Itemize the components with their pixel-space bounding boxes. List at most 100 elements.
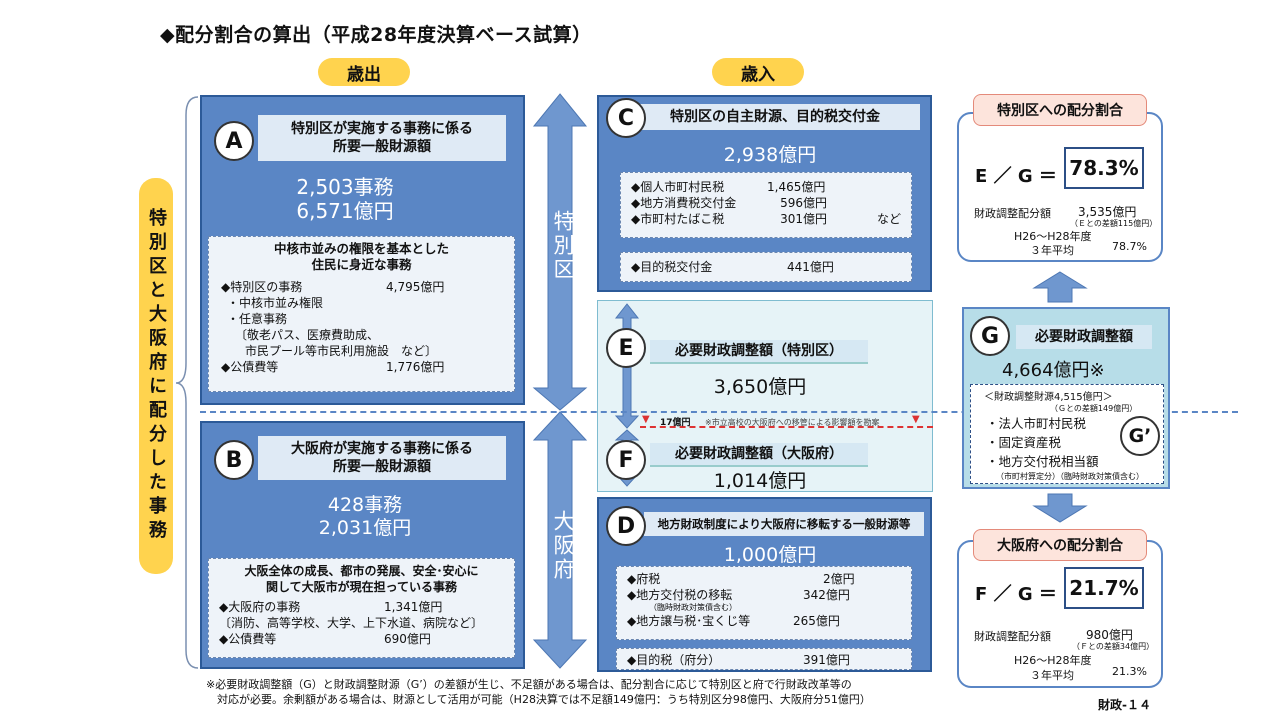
box-c-header: 特別区の自主財源、目的税交付金 (630, 104, 920, 130)
box-e-amount: 3,650億円 (713, 376, 807, 398)
box-g-inner-foot: （市町村算定分）（臨時財政対策債含む） (996, 472, 1144, 481)
letter-d-circle: D (606, 506, 646, 546)
box-d-item-label: ◆地方交付税の移転 (627, 588, 733, 602)
ratio-fu-avg-label1: H26～H28年度 (1014, 654, 1092, 667)
box-d-item-label: ◆地方譲与税･宝くじ等 (627, 614, 751, 628)
box-b-item-label: 〔消防、高等学校、大学、上下水道、病院など〕 (219, 616, 484, 630)
page-number: 財政-１４ (1098, 698, 1151, 712)
box-f-amount: 1,014億円 (713, 470, 807, 492)
up-arrow-icon (1032, 271, 1088, 303)
ratio-ku-avg-label2: ３年平均 (1030, 244, 1074, 257)
ratio-fu-label: 財政調整配分額 (974, 630, 1051, 643)
ratio-ku-percent: 78.3% (1064, 147, 1144, 189)
footnote-line2: 対応が必要。余剰額がある場合は、財源として活用が可能（H28決算では不足額149… (206, 693, 871, 706)
divider-line (200, 411, 1238, 413)
shift-note: ※市立高校の大阪府への移管による影響額を勘案 (705, 418, 880, 427)
box-a-item-label: 市民プール等市民利用施設 など〕 (245, 344, 438, 358)
shift-value: 17億円 (660, 418, 691, 428)
box-c-item-value: 301億円 (780, 212, 827, 226)
ratio-fu-header: 大阪府への配分割合 (973, 529, 1147, 561)
double-arrow-icon (532, 93, 588, 669)
box-g-item: ・法人市町村民税 (986, 416, 1087, 431)
footnote: ※必要財政調整額（G）と財政調整財源（G’）の差額が生じ、不足額がある場合は、配… (206, 677, 871, 707)
ratio-ku-value: 3,535億円 (1078, 205, 1137, 219)
letter-e-circle: E (606, 328, 646, 368)
box-c-item2-value: 441億円 (787, 260, 834, 274)
g-prime-circle: G’ (1120, 416, 1160, 456)
box-d-item-sub: （臨時財政対策債含む） (649, 603, 737, 612)
ratio-fu-value: 980億円 (1086, 628, 1133, 642)
box-b-amount: 2,031億円 (318, 517, 412, 539)
box-d-panel2: ◆目的税（府分） 391億円 (616, 648, 912, 670)
box-g-header: 必要財政調整額 (1016, 325, 1152, 349)
letter-a-circle: A (214, 121, 254, 161)
box-b-header-line2: 所要一般財源額 (333, 459, 431, 475)
box-g-inner-sub: （Ｇとの差額149億円） (1050, 404, 1138, 413)
ratio-fu-avg-value: 21.3% (1112, 665, 1147, 678)
box-a-item-label: ◆特別区の事務 (221, 280, 303, 294)
box-c-item-label: ◆個人市町村民税 (631, 180, 725, 194)
box-e-header: 必要財政調整額（特別区） (650, 340, 868, 364)
red-arrow-icon: ▼ (912, 414, 920, 425)
arrow-label-fu: 大阪府 (551, 510, 575, 582)
ratio-fu-formula: F ／ G ＝ (975, 584, 1057, 605)
box-b-item-value: 690億円 (384, 632, 431, 646)
box-b-item-value: 1,341億円 (384, 600, 443, 614)
box-d-item2-value: 391億円 (803, 653, 850, 667)
ratio-ku-avg-label1: H26～H28年度 (1014, 230, 1092, 243)
box-d-item-value: 2億円 (823, 572, 855, 586)
footnote-line1: ※必要財政調整額（G）と財政調整財源（G’）の差額が生じ、不足額がある場合は、配… (206, 678, 852, 691)
arrow-label-ku: 特別区 (551, 210, 575, 282)
box-b-header: 大阪府が実施する事務に係る 所要一般財源額 (258, 436, 506, 480)
box-a-panel-title2: 住民に身近な事務 (311, 257, 412, 272)
box-a-item-label: ◆公債費等 (221, 360, 279, 374)
box-b-item-label: ◆公債費等 (219, 632, 277, 646)
box-b-panel: 大阪全体の成長、都市の発展、安全･安心に 関して大阪市が現在担っている事務 ◆大… (208, 558, 515, 658)
box-d-item-label: ◆府税 (627, 572, 661, 586)
box-d-amount: 1,000億円 (723, 544, 817, 566)
box-c-item-note: など (876, 212, 901, 226)
ratio-ku-avg-value: 78.7% (1112, 240, 1147, 253)
letter-f-circle: F (606, 440, 646, 480)
box-f-header: 必要財政調整額（大阪府） (650, 443, 868, 467)
box-b-item-label: ◆大阪府の事務 (219, 600, 301, 614)
box-g-amount: 4,664億円※ (1002, 360, 1105, 381)
box-a-item-label: ・任意事務 (227, 312, 288, 326)
box-a-item-label: ・中核市並み権限 (227, 296, 324, 310)
box-a-item-value: 1,776億円 (386, 360, 445, 374)
box-a-panel-title1: 中核市並みの権限を基本とした (273, 241, 449, 256)
box-d-header: 地方財政制度により大阪府に移転する一般財源等 (644, 512, 924, 536)
box-g-inner-title: ＜財政調整財源4,515億円＞ (984, 392, 1113, 403)
box-c-panel2: ◆目的税交付金 441億円 (620, 252, 912, 282)
letter-g-circle: G (970, 316, 1010, 356)
ratio-fu-percent: 21.7% (1064, 567, 1144, 609)
box-g-item: ・固定資産税 (986, 435, 1062, 450)
box-d-item2-label: ◆目的税（府分） (627, 653, 721, 667)
box-c-item-value: 596億円 (780, 196, 827, 210)
box-a-header: 特別区が実施する事務に係る 所要一般財源額 (258, 115, 506, 161)
box-a-count: 2,503事務 (296, 175, 394, 199)
ratio-fu-avg-label2: ３年平均 (1030, 669, 1074, 682)
box-a-item-label: 〔敬老パス、医療費助成、 (235, 328, 380, 342)
red-arrow-icon: ▼ (642, 414, 650, 425)
box-c-item2-label: ◆目的税交付金 (631, 260, 713, 274)
ratio-ku-header: 特別区への配分割合 (973, 94, 1147, 126)
box-c-amount: 2,938億円 (723, 144, 817, 166)
revenue-label: 歳入 (712, 58, 804, 86)
letter-b-circle: B (214, 440, 254, 480)
box-a-header-line1: 特別区が実施する事務に係る (291, 121, 473, 137)
expense-label: 歳出 (318, 58, 410, 86)
ratio-fu-note: （Ｆとの差額34億円） (1072, 642, 1155, 651)
ratio-ku-note: （Ｅとの差額115億円） (1070, 219, 1158, 228)
box-a-header-line2: 所要一般財源額 (333, 139, 431, 155)
down-arrow-icon (1032, 493, 1088, 523)
box-c-item-label: ◆地方消費税交付金 (631, 196, 737, 210)
page-title: ◆配分割合の算出（平成28年度決算ベース試算） (160, 24, 592, 46)
shift-line (640, 426, 933, 428)
box-c-item-label: ◆市町村たばこ税 (631, 212, 725, 226)
ratio-ku-formula: E ／ G ＝ (975, 166, 1057, 187)
box-b-panel-title2: 関して大阪市が現在担っている事務 (265, 580, 458, 594)
